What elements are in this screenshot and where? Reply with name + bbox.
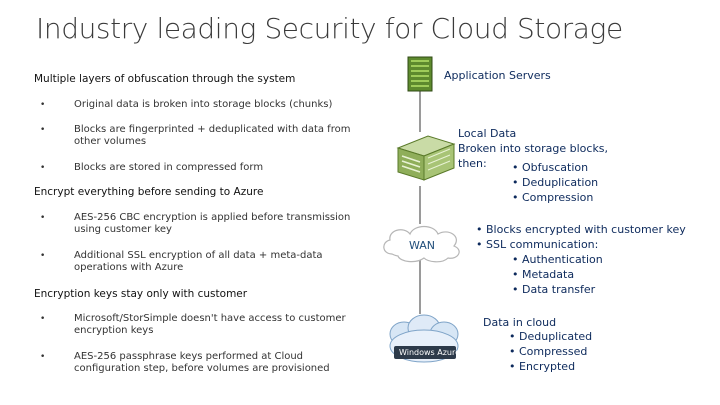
wan-cloud-icon — [378, 222, 466, 264]
list-item: • Metadata — [512, 268, 575, 281]
wan-sub-list: • Authentication • Metadata • Data trans… — [512, 252, 603, 297]
bullet-item: • Original data is broken into storage b… — [40, 99, 360, 111]
bullet-glyph: • — [40, 100, 46, 110]
wan-notes: • Blocks encrypted with customer key • S… — [476, 222, 686, 252]
wan-label: WAN — [409, 239, 436, 252]
bullet-glyph: • — [40, 125, 46, 135]
slide-title: Industry leading Security for Cloud Stor… — [36, 12, 623, 45]
bullet-text: Blocks are fingerprinted + deduplicated … — [74, 124, 351, 147]
list-item: • Authentication — [512, 253, 603, 266]
list-item: • Deduplication — [512, 176, 599, 189]
bullet-glyph: • — [40, 314, 46, 324]
list-item: • Blocks encrypted with customer key — [476, 223, 686, 236]
bullet-glyph: • — [40, 251, 46, 261]
section-heading-obfuscation: Multiple layers of obfuscation through t… — [34, 73, 296, 85]
local-data-desc: Broken into storage blocks, — [458, 142, 609, 155]
section-heading-encrypt: Encrypt everything before sending to Azu… — [34, 186, 264, 198]
bullet-text: Microsoft/StorSimple doesn't have access… — [74, 313, 346, 336]
bullet-text: Blocks are stored in compressed form — [74, 162, 264, 173]
list-item: • SSL communication: — [476, 238, 599, 251]
bullet-text: AES-256 CBC encryption is applied before… — [74, 212, 351, 235]
cloud-data-list: • Deduplicated • Compressed • Encrypted — [509, 329, 592, 374]
bullet-item: • Blocks are stored in compressed form — [40, 162, 360, 174]
list-item: • Compressed — [509, 345, 588, 358]
list-item: • Obfuscation — [512, 161, 589, 174]
connector-line — [419, 186, 421, 224]
list-item: • Data transfer — [512, 283, 596, 296]
local-data-then: then: — [458, 157, 487, 170]
bullet-item: • Microsoft/StorSimple doesn't have acce… — [40, 313, 360, 337]
local-data-block: Local Data Broken into storage blocks, t… — [458, 126, 608, 171]
bullet-item: • Additional SSL encryption of all data … — [40, 250, 360, 274]
bullet-glyph: • — [40, 352, 46, 362]
connector-line — [419, 260, 421, 314]
bullet-item: • Blocks are fingerprinted + deduplicate… — [40, 124, 360, 148]
app-servers-label: Application Servers — [444, 69, 551, 82]
bullet-item: • AES-256 passphrase keys performed at C… — [40, 351, 360, 375]
list-item: • Compression — [512, 191, 594, 204]
server-icon — [407, 56, 433, 92]
azure-cloud-icon — [382, 312, 466, 370]
bullet-glyph: • — [40, 163, 46, 173]
bullet-text: Additional SSL encryption of all data + … — [74, 250, 323, 273]
local-data-list: • Obfuscation • Deduplication • Compress… — [512, 160, 598, 205]
local-data-title: Local Data — [458, 127, 517, 140]
cloud-data-title: Data in cloud — [483, 316, 557, 329]
list-item: • Deduplicated — [509, 330, 593, 343]
list-item: • Encrypted — [509, 360, 576, 373]
bullet-item: • AES-256 CBC encryption is applied befo… — [40, 212, 360, 236]
bullet-text: Original data is broken into storage blo… — [74, 99, 333, 110]
storage-appliance-icon — [392, 130, 458, 186]
bullet-text: AES-256 passphrase keys performed at Clo… — [74, 351, 330, 374]
azure-badge: Windows Azure — [399, 348, 461, 357]
connector-line — [419, 90, 421, 132]
bullet-glyph: • — [40, 213, 46, 223]
section-heading-keys: Encryption keys stay only with customer — [34, 288, 248, 300]
